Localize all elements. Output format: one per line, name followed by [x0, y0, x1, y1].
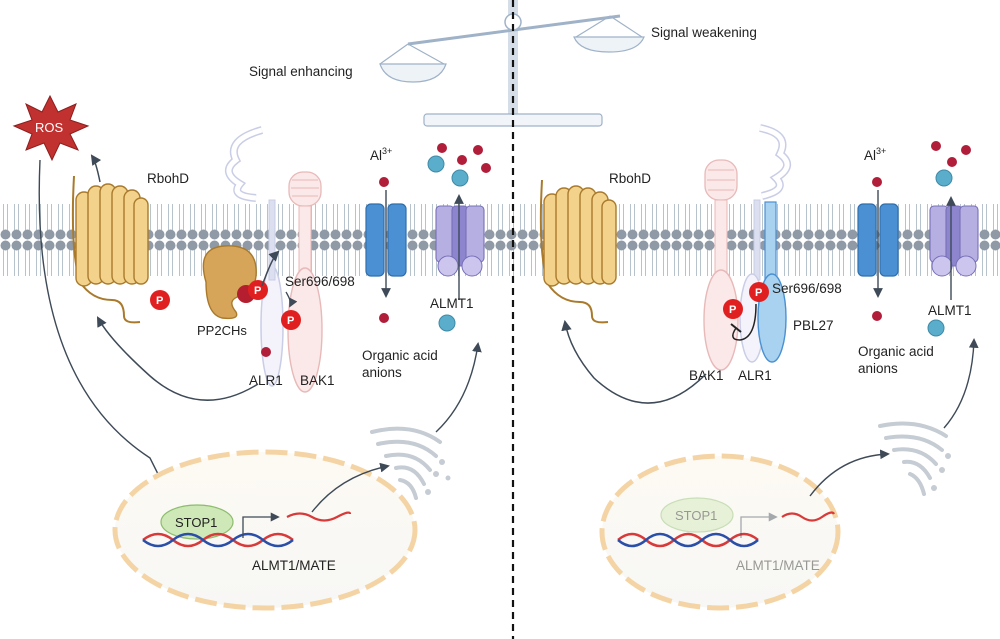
- al-ion: [931, 141, 941, 151]
- al-ion: [473, 145, 483, 155]
- golgi-icon-left: [370, 426, 451, 500]
- phospho-badge: [749, 282, 769, 302]
- stop1-label-right: STOP1: [675, 508, 717, 523]
- phospho-label: P: [287, 315, 294, 327]
- al-ion: [261, 347, 271, 357]
- gene-label-right: ALMT1/MATE: [736, 558, 820, 573]
- almt1-channel-left: [435, 205, 485, 277]
- al-ion: [872, 311, 882, 321]
- phospho-label: P: [755, 287, 762, 299]
- rbohd-label-left: RbohD: [147, 171, 189, 186]
- rbohd-protein-left: [71, 175, 149, 324]
- al-ion: [379, 177, 389, 187]
- almt1-label-right: ALMT1: [928, 303, 972, 318]
- ros-burst-icon: [12, 94, 90, 162]
- al-channel-left: [365, 203, 407, 277]
- signal-enhancing-label: Signal enhancing: [249, 64, 353, 79]
- phospho-badge: [723, 299, 743, 319]
- al-ion: [437, 143, 447, 153]
- phospho-label: P: [254, 285, 261, 297]
- organic-anion: [438, 314, 456, 332]
- rbohd-label-right: RbohD: [609, 171, 651, 186]
- golgi-icon-right: [878, 421, 951, 496]
- al-ion: [457, 155, 467, 165]
- al-ion: [872, 177, 882, 187]
- organic-anion: [935, 169, 953, 187]
- anions-label-right: anions: [858, 361, 898, 376]
- ros-label: ROS: [35, 120, 64, 135]
- stop1-protein-left: [160, 504, 234, 540]
- dna-helix-right: [617, 532, 759, 548]
- al-ion: [947, 157, 957, 167]
- mrna-left: [286, 511, 352, 522]
- al-ion: [481, 163, 491, 173]
- bak1-label-left: BAK1: [300, 373, 335, 388]
- al-ion-label-right: Al3+: [864, 146, 886, 163]
- mrna-right: [781, 511, 835, 522]
- anions-label-left: anions: [362, 365, 402, 380]
- gene-label-left: ALMT1/MATE: [252, 558, 336, 573]
- dna-helix-left: [142, 532, 294, 548]
- phospho-label: P: [156, 295, 163, 307]
- rbohd-protein-right: [539, 179, 617, 324]
- organic-anion: [451, 169, 469, 187]
- nucleus-right: [599, 453, 841, 611]
- organic-anion: [427, 155, 445, 173]
- organic-anion: [927, 319, 945, 337]
- phospho-badge: [150, 290, 170, 310]
- bak1-label-right: BAK1: [689, 368, 724, 383]
- ser696-698-label-left: Ser696/698: [285, 274, 355, 289]
- signal-weakening-label: Signal weakening: [651, 25, 757, 40]
- al-ion: [961, 145, 971, 155]
- almt1-channel-right: [929, 205, 979, 277]
- pp2chs-phosphatase: [202, 245, 257, 320]
- al-ion-label-left: Al3+: [370, 146, 392, 163]
- stop1-label-left: STOP1: [175, 515, 217, 530]
- alr1-label-right: ALR1: [738, 368, 772, 383]
- bak1-receptor-right: [703, 159, 739, 371]
- almt1-label-left: ALMT1: [430, 296, 474, 311]
- phospho-label: P: [729, 304, 736, 316]
- ser696-698-label-right: Ser696/698: [772, 281, 842, 296]
- pp2chs-label: PP2CHs: [197, 323, 247, 338]
- al-ion: [379, 313, 389, 323]
- nucleus-left: [112, 449, 418, 611]
- phospho-badge: [281, 310, 301, 330]
- plasma-membrane: [0, 202, 1000, 282]
- stop1-protein-right: [660, 497, 734, 533]
- organic-acid-label-left: Organic acid: [362, 348, 438, 363]
- al-channel-right: [857, 203, 899, 277]
- pbl27-label: PBL27: [793, 318, 834, 333]
- organic-acid-label-right: Organic acid: [858, 344, 934, 359]
